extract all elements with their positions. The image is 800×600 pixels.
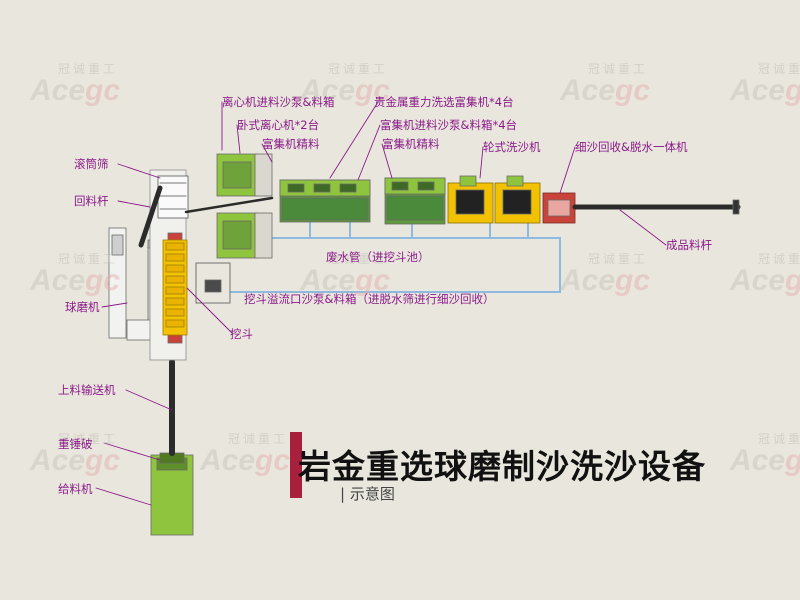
wheel-washer-2-motor [506,175,524,187]
leader-line [125,389,173,411]
label-feeder: 给料机 [58,482,93,496]
label-horizontal-centrifuge: 卧式离心机*2台 [237,118,320,132]
ball-mill-motor [111,234,124,256]
wheel-washer-2-wheel [502,189,532,215]
label-concentrate-right: 富集机精料 [382,137,440,151]
centrifuge-2-core [222,220,252,250]
feed-pipe [184,196,274,214]
centrifuge-2-tank [254,212,273,259]
label-waste-pipe: 废水管（进挖斗池） [326,250,430,264]
label-feed-conveyor: 上料输送机 [58,383,116,397]
bucket-segment [165,308,185,317]
return-screw-shaft [138,185,163,248]
leader-line [117,163,161,179]
label-concentrator-feed-pump: 富集机进料沙泵&料箱*4台 [380,118,518,132]
bucket-segment [165,264,185,273]
leader-line [103,442,161,461]
title-accent-bar [290,432,302,498]
bucket-segment [165,286,185,295]
label-fine-sand-recovery: 细沙回收&脱水一体机 [575,140,688,154]
label-concentrate-left: 富集机精料 [262,137,320,151]
product-screw-end [732,199,740,215]
overflow-pump [204,279,222,293]
leader-line [479,146,484,179]
leader-line [381,143,393,179]
centrifuge-1-tank [254,153,273,197]
concentrator-1-deck [281,197,369,221]
trommel-screen [157,175,189,219]
leader-line [101,302,128,308]
label-bucket: 挖斗 [230,327,253,341]
concentrator-cell [339,183,357,193]
label-hammer-crusher: 重锤破 [58,437,93,451]
bucket-segment [165,275,185,284]
concentrator-cell [417,181,435,191]
label-product-screw: 成品料杆 [666,238,712,252]
label-wheel-sand-washer: 轮式洗沙机 [483,140,541,154]
concentrator-cell [313,183,331,193]
fine-sand-screen [547,199,571,217]
leader-line [117,200,151,208]
bucket-segment [165,253,185,262]
leader-line [186,287,233,334]
label-gold-gravity-concentrator: 贵金属重力洗选富集机*4台 [374,95,514,109]
centrifuge-1-core [222,161,252,189]
wheel-washer-1-motor [459,175,477,187]
diagram-title: 岩金重选球磨制沙洗沙设备 [298,447,706,486]
bucket-segment [165,297,185,306]
diagram-subtitle: | 示意图 [340,485,395,503]
label-centrifuge-feed-pump: 离心机进料沙泵&料箱 [222,95,335,109]
concentrator-cell [391,181,409,191]
leader-line [95,487,152,506]
leader-line [261,143,273,163]
label-return-screw: 回料杆 [74,194,109,208]
leader-line [236,124,241,154]
label-bucket-overflow: 挖斗溢流口沙泵&料箱（进脱水筛进行细沙回收） [244,292,495,306]
bucket-segment [165,319,185,328]
leader-line [559,146,576,194]
leader-line [619,209,667,246]
concentrator-2-deck [386,195,444,221]
ball-mill-body [108,227,127,339]
bucket-segment [165,242,185,251]
wheel-washer-1-wheel [455,189,485,215]
concentrator-cell [287,183,305,193]
leader-line [329,101,379,179]
label-trommel: 滚筒筛 [74,157,109,171]
label-ball-mill: 球磨机 [65,300,100,314]
leader-line [357,124,381,181]
